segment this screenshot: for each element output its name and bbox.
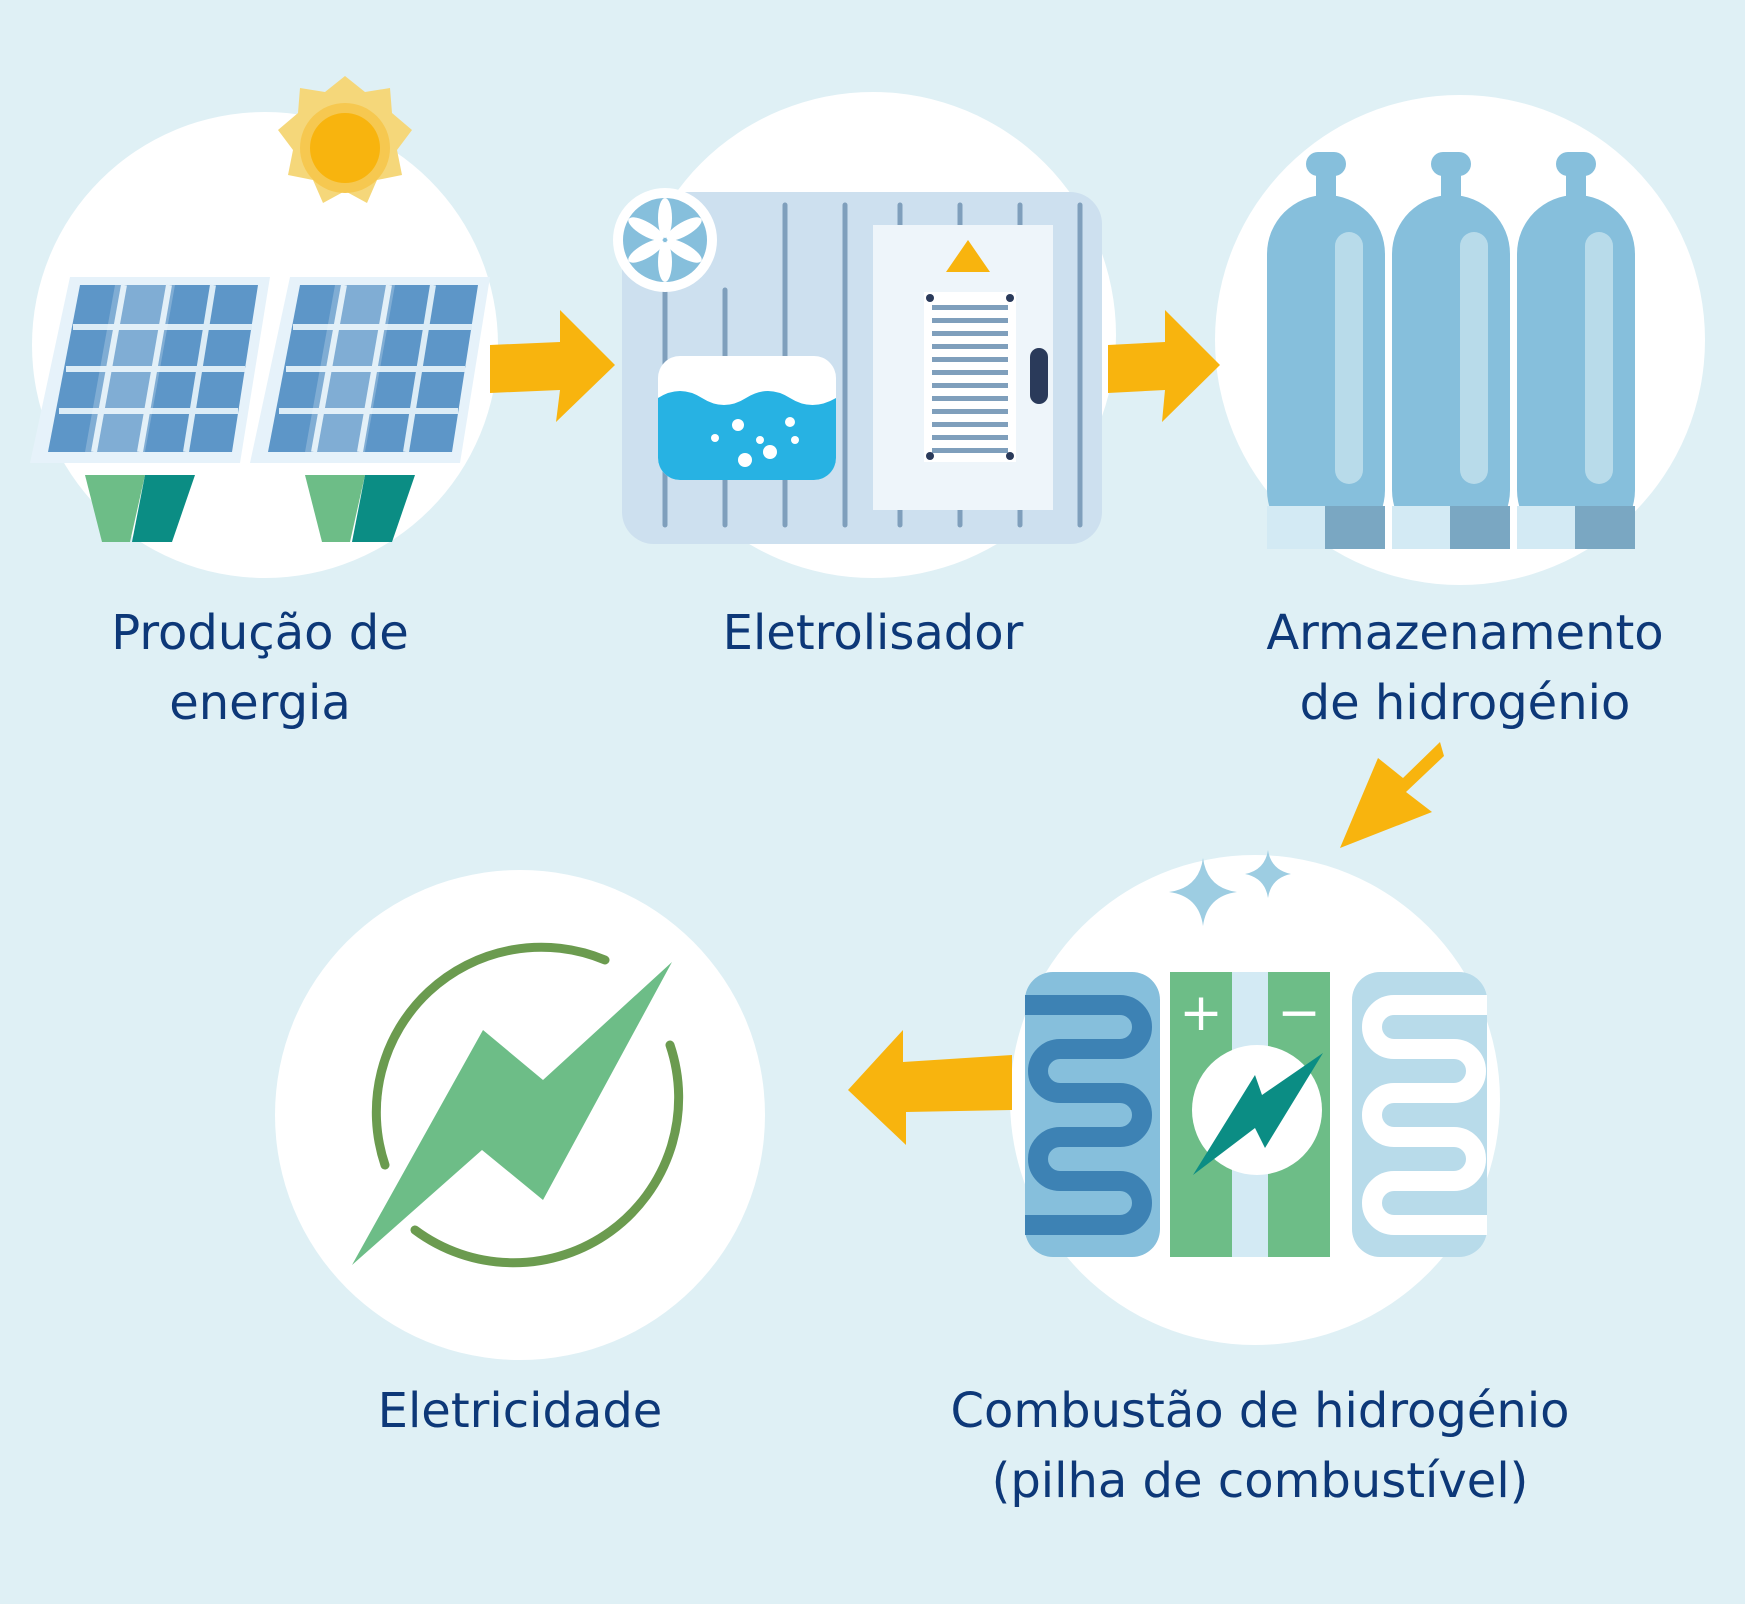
electrolyser-icon <box>613 188 1102 544</box>
lightning-bolt-icon <box>352 942 684 1268</box>
plus-sign: + <box>1179 983 1223 1043</box>
minus-sign: − <box>1277 983 1321 1043</box>
label-electricity: Eletricidade <box>305 1376 735 1446</box>
fuel-cell-icon: + − <box>1025 850 1487 1257</box>
label-line: Combustão de hidrogénio <box>950 1383 1570 1439</box>
hydrogen-tank-icon <box>1267 152 1635 549</box>
label-line: (pilha de combustível) <box>991 1453 1529 1509</box>
label-electrolyser: Eletrolisador <box>633 598 1113 668</box>
arrow-electrolyser-to-storage <box>1108 310 1220 422</box>
solar-panel-left <box>30 277 270 542</box>
label-line: energia <box>169 675 351 731</box>
label-hydrogen-storage: Armazenamento de hidrogénio <box>1235 598 1695 738</box>
water-tank-icon <box>658 356 836 480</box>
label-line: Produção de <box>111 605 409 661</box>
label-line: Armazenamento <box>1266 605 1664 661</box>
label-line: de hidrogénio <box>1299 675 1631 731</box>
sparkle-icon <box>1169 850 1291 926</box>
sun-icon <box>278 76 412 203</box>
solar-panel-right <box>250 277 490 542</box>
label-line: Eletrolisador <box>722 605 1024 661</box>
arrow-energy-to-electrolyser <box>490 310 615 422</box>
tank-2 <box>1392 152 1510 549</box>
tank-1 <box>1267 152 1385 549</box>
label-hydrogen-combustion: Combustão de hidrogénio (pilha de combus… <box>900 1376 1620 1516</box>
arrow-combustion-to-electricity <box>848 1030 1012 1145</box>
fan-icon <box>613 188 717 292</box>
tank-3 <box>1517 152 1635 549</box>
label-line: Eletricidade <box>377 1383 663 1439</box>
solar-panel-icon <box>30 76 490 542</box>
label-energy-production: Produção de energia <box>45 598 475 738</box>
arrow-storage-to-combustion <box>1340 742 1444 848</box>
